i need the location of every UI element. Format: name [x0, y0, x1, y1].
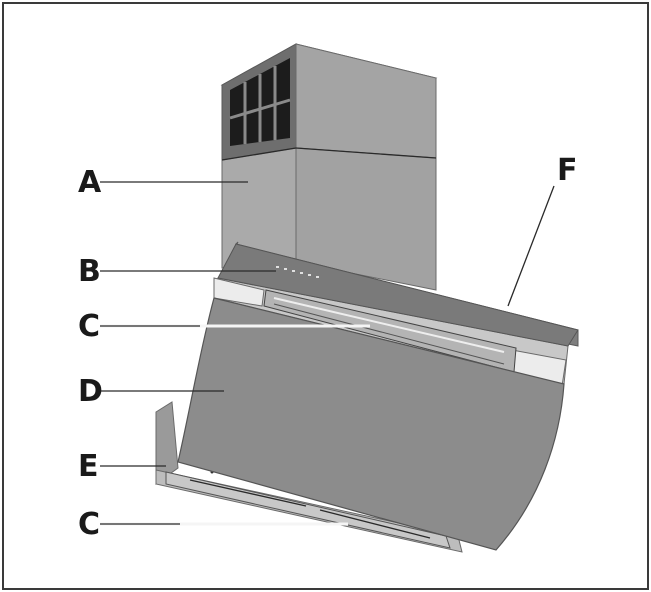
grease-filter-lower	[165, 470, 451, 549]
vent-grille-icon	[229, 58, 291, 146]
hood-body	[155, 241, 579, 553]
leader-f	[507, 185, 555, 307]
callout-letter-d: D	[78, 374, 103, 409]
callout-letter-c-lower: C	[78, 507, 100, 542]
callout-letter-c-upper: C	[78, 309, 100, 344]
glass-top-strip	[217, 243, 579, 347]
control-buttons-icon	[276, 266, 319, 278]
callout-letters: A B C D E C F	[78, 153, 578, 542]
callout-letter-a: A	[78, 165, 102, 200]
chimney	[220, 43, 438, 291]
callout-letter-f: F	[557, 153, 578, 188]
callout-letter-e: E	[78, 449, 99, 484]
callout-letter-b: B	[78, 254, 101, 289]
callout-leaders	[100, 181, 555, 526]
hood-side-housing	[155, 401, 179, 485]
frame-end-cap-left	[213, 277, 265, 307]
glass-panel	[177, 297, 565, 551]
